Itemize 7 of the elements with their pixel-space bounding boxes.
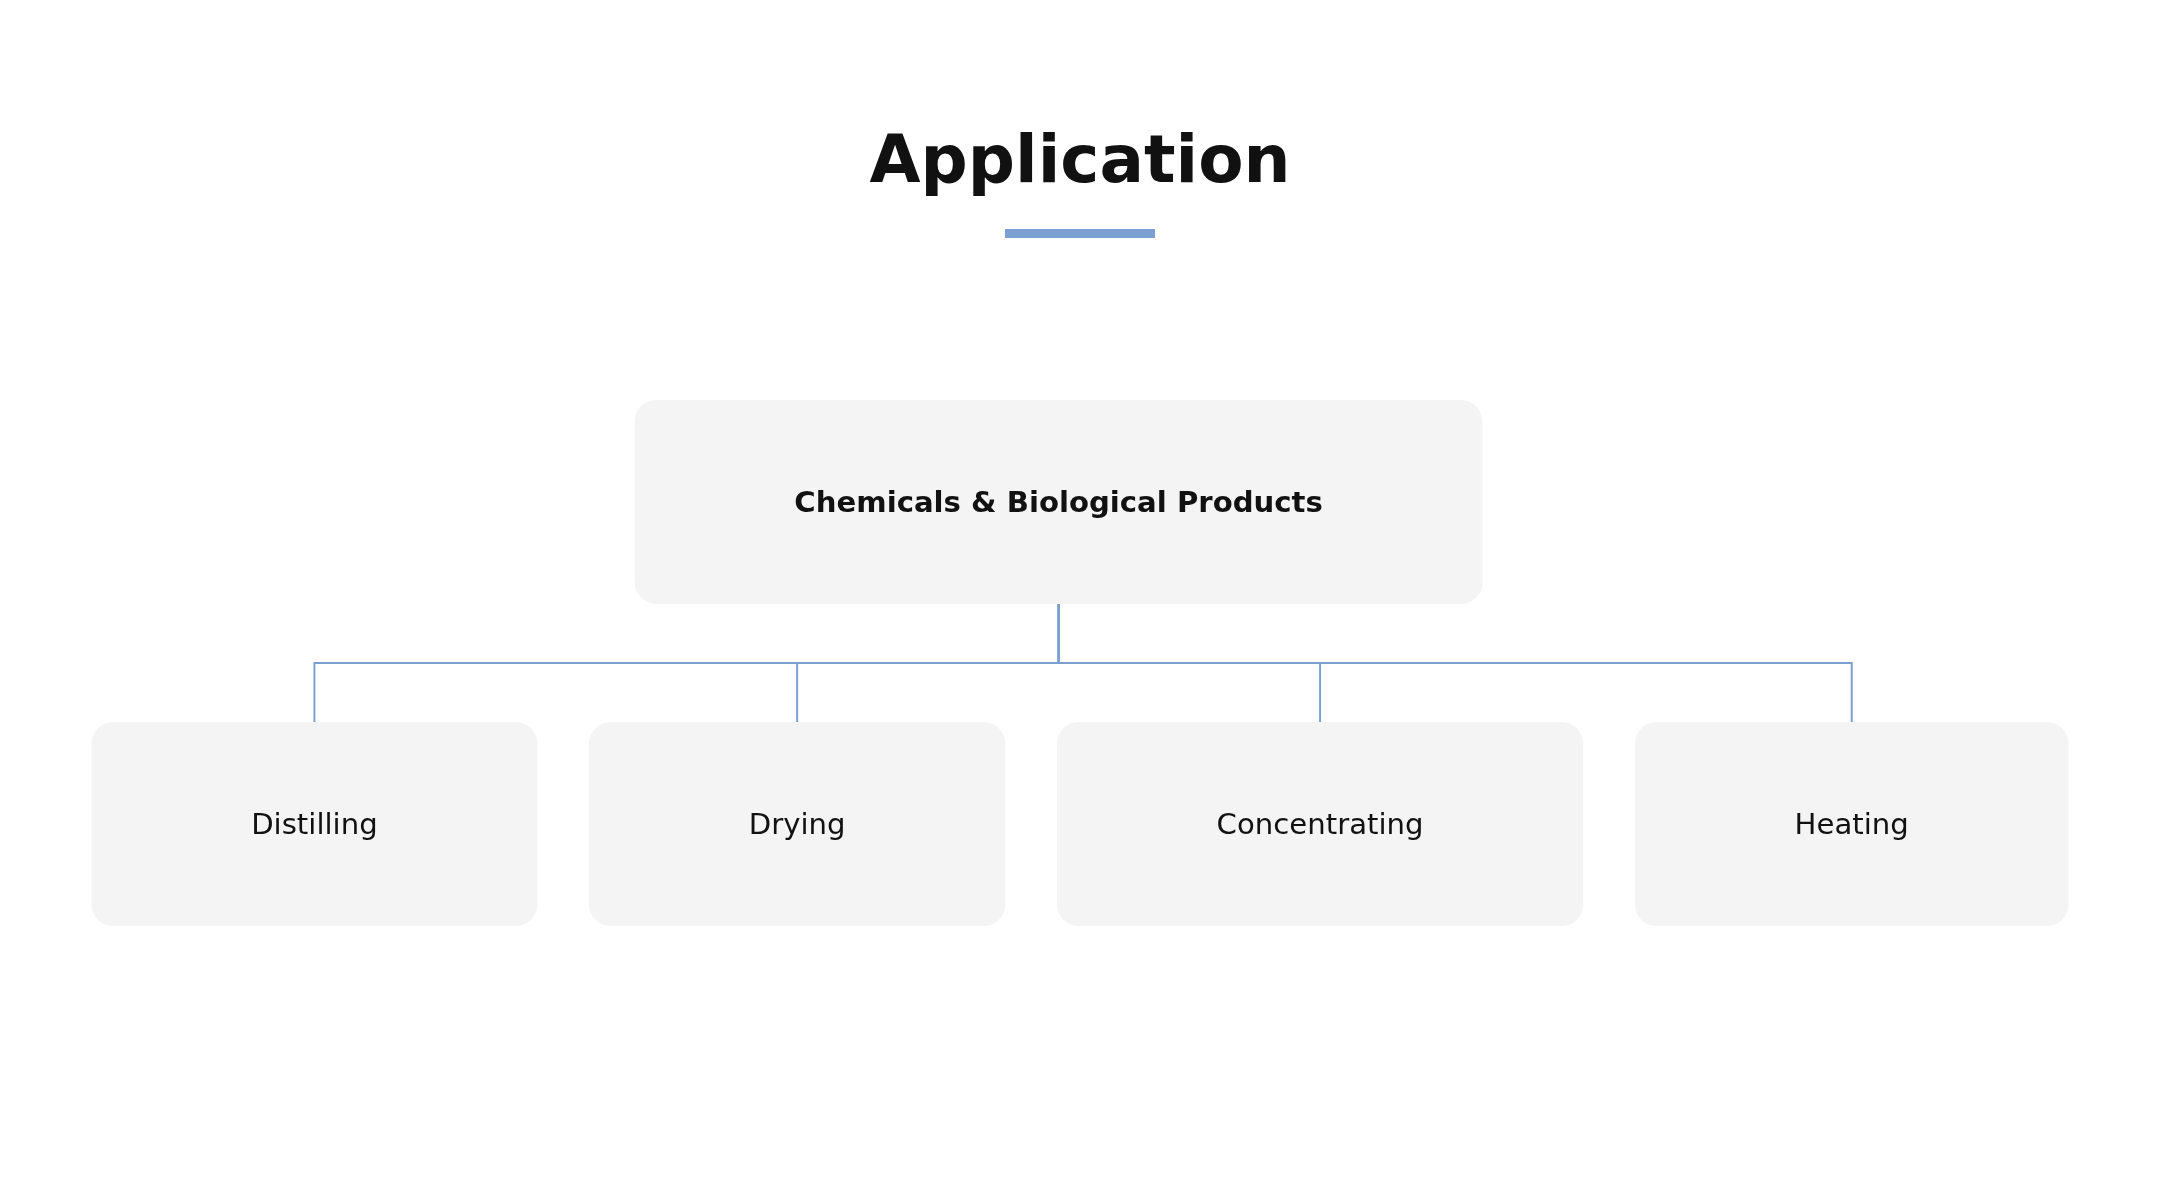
node-box: Distilling [91,721,538,927]
node-box: Chemicals & Biological Products [634,399,1483,605]
node-box: Heating [1634,721,2069,927]
node-box: Drying [589,721,1006,927]
connector [1057,602,1853,724]
node-box: Concentrating [1056,721,1584,927]
diagram-title: Application [869,120,1291,200]
